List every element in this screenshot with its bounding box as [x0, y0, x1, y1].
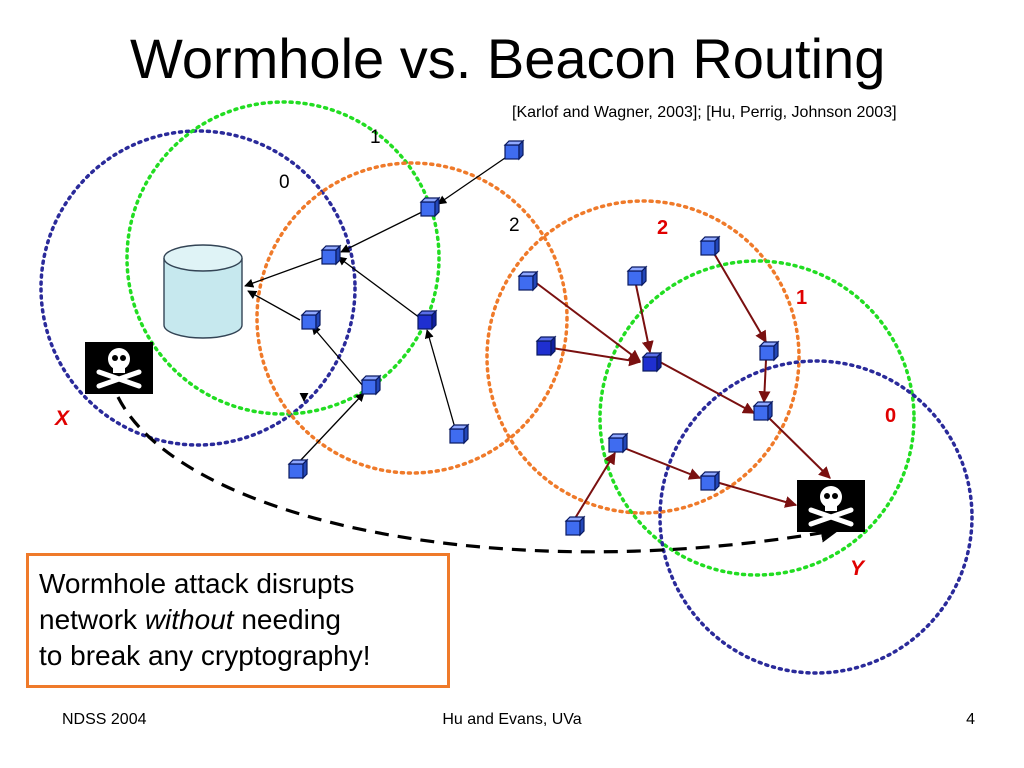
sensor-node [518, 271, 538, 291]
attacker-label-x: X [54, 407, 71, 430]
hop-label-1: 1 [370, 127, 381, 148]
beacon-arrows [244, 157, 506, 463]
sensor-node [321, 245, 341, 265]
wormhole-hop-label-1: 1 [796, 287, 807, 309]
sensor-node [700, 236, 720, 256]
sensor-node [536, 336, 556, 356]
callout-emphasis: without [144, 603, 234, 635]
sensor-node [504, 140, 524, 160]
callout-line-2-end: needing [233, 603, 341, 635]
skull-crossbones-icon [797, 480, 865, 532]
range-circle-green-left [125, 100, 441, 416]
wormhole-tunnel [116, 396, 840, 554]
sensor-node [608, 433, 628, 453]
sensor-nodes [288, 140, 779, 536]
database-cylinder-icon [163, 244, 243, 339]
range-circle-blue-right [658, 359, 974, 675]
callout-line-2: network without needing [39, 602, 437, 638]
callout-box: Wormhole attack disrupts network without… [26, 553, 450, 688]
sensor-node [361, 375, 381, 395]
footer-authors: Hu and Evans, UVa [442, 711, 582, 728]
wormhole-hop-label-0: 0 [885, 405, 896, 427]
citation: [Karlof and Wagner, 2003]; [Hu, Perrig, … [512, 104, 897, 121]
callout-line-3: to break any cryptography! [39, 639, 371, 671]
wormhole-hop-label-2: 2 [657, 217, 668, 239]
sensor-node [642, 352, 662, 372]
range-circle-orange-right [485, 199, 801, 515]
skull-crossbones-icon [85, 342, 153, 394]
sensor-node [301, 310, 321, 330]
hop-label-0: 0 [279, 172, 290, 193]
slide-title: Wormhole vs. Beacon Routing [130, 27, 886, 90]
attacker-label-y: Y [850, 557, 866, 580]
footer-page-number: 4 [966, 711, 975, 728]
sensor-node [420, 197, 440, 217]
sensor-node [753, 401, 773, 421]
range-circle-blue-left [39, 129, 357, 447]
sensor-node [627, 266, 647, 286]
callout-line-2-start: network [39, 603, 145, 635]
sensor-node [288, 459, 308, 479]
sensor-node [565, 516, 585, 536]
sensor-node [759, 341, 779, 361]
hop-label-2: 2 [509, 215, 520, 236]
footer-conference: NDSS 2004 [62, 711, 147, 728]
sensor-node [417, 310, 437, 330]
callout-line-1: Wormhole attack disrupts [39, 568, 355, 599]
range-circle-orange-left [255, 161, 569, 475]
sensor-node [700, 471, 720, 491]
sensor-node [449, 424, 469, 444]
attack-arrows [534, 254, 831, 521]
range-circle-green-right [598, 259, 916, 577]
